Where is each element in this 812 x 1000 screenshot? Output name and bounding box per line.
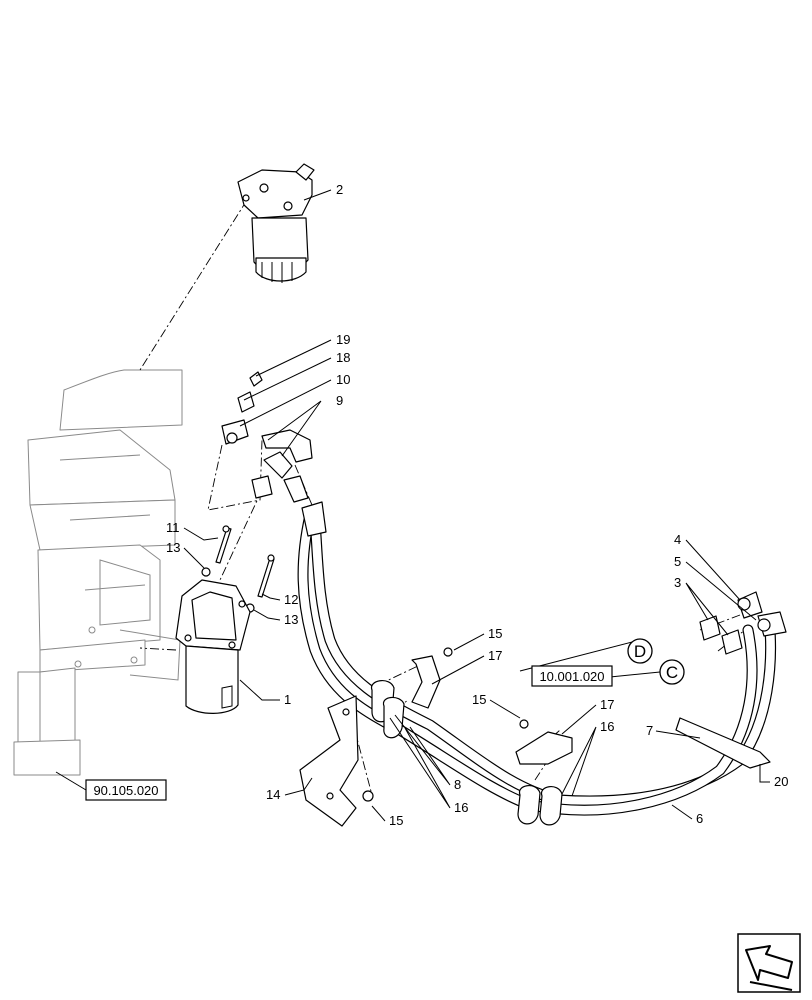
callout-7: 7	[646, 723, 653, 738]
fittings-3	[699, 615, 743, 655]
bolts-group	[201, 525, 275, 613]
callout-10: 10	[336, 372, 350, 387]
callout-13: 13	[166, 540, 180, 555]
callout-18: 18	[336, 350, 350, 365]
callout-20: 20	[774, 774, 788, 789]
reference-text: 10.001.020	[539, 669, 604, 684]
callout-16: 16	[454, 800, 468, 815]
fuel-filter-top	[237, 163, 315, 283]
fittings-group	[221, 371, 313, 503]
callout-13: 13	[284, 612, 298, 627]
callout-1: 1	[284, 692, 291, 707]
callout-17: 17	[600, 697, 614, 712]
callout-labels: 19 18 10 9 2 11 13 12 13 1 4 5 3 15 17 1…	[166, 182, 788, 828]
page-navigation-arrow-icon[interactable]	[737, 933, 801, 993]
callout-16: 16	[600, 719, 614, 734]
callout-8: 8	[454, 777, 461, 792]
connector-d: D	[627, 638, 653, 664]
reference-box-10-001-020[interactable]: 10.001.020	[531, 665, 613, 687]
callout-14: 14	[266, 787, 280, 802]
connector-c: C	[659, 659, 685, 685]
reference-text: 90.105.020	[93, 783, 158, 798]
callout-15: 15	[488, 626, 502, 641]
callout-11: 11	[166, 520, 180, 535]
callout-5: 5	[674, 554, 681, 569]
callout-15: 15	[389, 813, 403, 828]
machine-frame-outline	[13, 369, 183, 776]
brackets	[299, 647, 771, 827]
callout-2: 2	[336, 182, 343, 197]
reference-box-90-105-020[interactable]: 90.105.020	[85, 779, 167, 801]
callout-4: 4	[674, 532, 681, 547]
callout-15: 15	[472, 692, 486, 707]
callout-3: 3	[674, 575, 681, 590]
callout-12: 12	[284, 592, 298, 607]
callout-6: 6	[696, 811, 703, 826]
callout-17: 17	[488, 648, 502, 663]
callout-9: 9	[336, 393, 343, 408]
callout-19: 19	[336, 332, 350, 347]
connector-d-label: D	[634, 642, 646, 661]
connector-c-label: C	[666, 663, 678, 682]
filter-housing	[175, 579, 251, 714]
